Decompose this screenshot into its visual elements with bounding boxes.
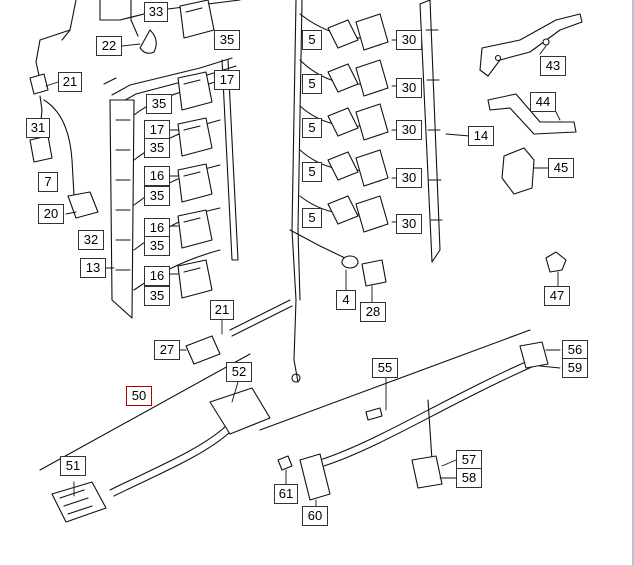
- callout-16: 16: [144, 218, 170, 238]
- callout-50: 50: [126, 386, 152, 406]
- callout-61: 61: [274, 484, 298, 504]
- callout-35: 35: [144, 236, 170, 256]
- callout-31: 31: [26, 118, 50, 138]
- harness-50: [39, 353, 271, 523]
- callout-32: 32: [78, 230, 104, 250]
- callout-47: 47: [544, 286, 570, 306]
- callout-35: 35: [146, 94, 172, 114]
- callout-60: 60: [302, 506, 328, 526]
- callout-35: 35: [144, 138, 170, 158]
- callout-33: 33: [144, 2, 168, 22]
- center-harness: [289, 0, 443, 383]
- callout-27: 27: [154, 340, 180, 360]
- callout-4: 4: [336, 290, 356, 310]
- callout-17: 17: [144, 120, 170, 140]
- harness-55: [259, 329, 549, 501]
- callout-5: 5: [302, 74, 322, 94]
- callout-30: 30: [396, 78, 422, 98]
- callout-30: 30: [396, 168, 422, 188]
- callout-51: 51: [60, 456, 86, 476]
- callout-55: 55: [372, 358, 398, 378]
- callout-57: 57: [456, 450, 482, 470]
- callout-35: 35: [144, 186, 170, 206]
- callout-5: 5: [302, 118, 322, 138]
- callout-45: 45: [548, 158, 574, 178]
- callout-44: 44: [530, 92, 556, 112]
- callout-5: 5: [302, 162, 322, 182]
- callout-43: 43: [540, 56, 566, 76]
- callout-14: 14: [468, 126, 494, 146]
- callout-56: 56: [562, 340, 588, 360]
- callout-21: 21: [58, 72, 82, 92]
- callout-17: 17: [214, 70, 240, 90]
- callout-30: 30: [396, 30, 422, 50]
- callout-5: 5: [302, 208, 322, 228]
- callout-16: 16: [144, 266, 170, 286]
- brackets: [479, 13, 583, 273]
- callout-52: 52: [226, 362, 252, 382]
- left-harness: [29, 0, 241, 319]
- callout-21: 21: [210, 300, 234, 320]
- lower-harness: [185, 299, 293, 365]
- callout-28: 28: [360, 302, 386, 322]
- callout-35: 35: [214, 30, 240, 50]
- callout-20: 20: [38, 204, 64, 224]
- callout-5: 5: [302, 30, 322, 50]
- callout-59: 59: [562, 358, 588, 378]
- callout-13: 13: [80, 258, 106, 278]
- callout-22: 22: [96, 36, 122, 56]
- center-connectors: [327, 13, 389, 287]
- callout-35: 35: [144, 286, 170, 306]
- left-connectors: [177, 0, 215, 299]
- callout-16: 16: [144, 166, 170, 186]
- window-edge: [632, 0, 634, 565]
- callout-30: 30: [396, 120, 422, 140]
- callout-7: 7: [38, 172, 58, 192]
- callout-58: 58: [456, 468, 482, 488]
- callout-30: 30: [396, 214, 422, 234]
